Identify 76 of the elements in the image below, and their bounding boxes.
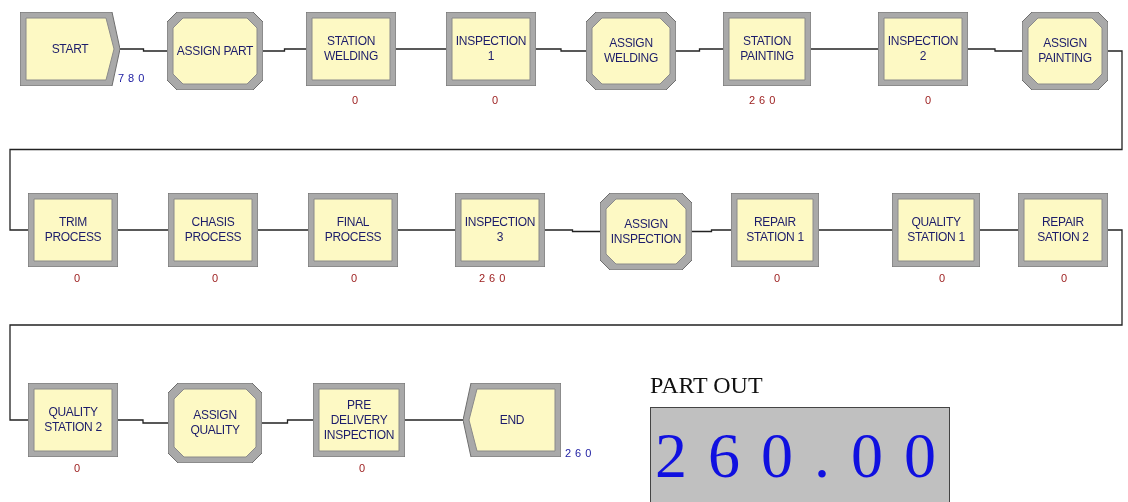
counter-value: 0 — [1061, 272, 1072, 284]
connector-line — [397, 229, 456, 231]
connector-line — [535, 48, 587, 52]
end-module — [463, 383, 561, 457]
module-label: ASSIGN WELDING — [603, 36, 659, 66]
module-label: INSPECTION 3 — [463, 215, 537, 245]
counter-value: 0 — [74, 462, 85, 474]
connector-line — [810, 48, 879, 50]
counter-display: 260.00 — [650, 407, 950, 502]
module-label: ASSIGN INSPECTION — [609, 216, 683, 247]
module-label: REPAIR SATION 2 — [1036, 215, 1090, 245]
counter-value: 0 — [212, 272, 223, 284]
process-box — [446, 12, 536, 86]
process-box — [723, 12, 811, 86]
module-label: ASSIGN QUALITY — [189, 408, 241, 438]
connector-line — [117, 229, 169, 231]
counter-value: 0 — [74, 272, 85, 284]
connector-line — [261, 419, 314, 424]
connector-line — [117, 419, 169, 424]
assign-module — [600, 193, 692, 270]
connector-line — [119, 48, 168, 52]
module-label: INSPECTION 1 — [454, 34, 528, 64]
connector-line — [404, 419, 464, 421]
connector-line — [818, 229, 893, 231]
process-box — [1018, 193, 1108, 267]
counter-value: 780 — [118, 72, 149, 84]
process-box — [892, 193, 980, 267]
connector-line — [257, 229, 309, 231]
module-label: FINAL PROCESS — [323, 215, 383, 245]
connector-line — [544, 229, 601, 233]
module-label: CHASIS PROCESS — [183, 215, 243, 245]
process-box — [878, 12, 968, 86]
module-label: ASSIGN PAINTING — [1037, 36, 1093, 66]
counter-value: 0 — [774, 272, 785, 284]
display-title: PART OUT — [650, 372, 763, 399]
process-box — [313, 383, 405, 457]
process-box — [306, 12, 396, 86]
assign-module — [586, 12, 676, 90]
counter-value: 0 — [492, 94, 503, 106]
module-label: START — [50, 41, 90, 57]
process-box — [731, 193, 819, 267]
connector-line — [675, 48, 724, 52]
counter-value: 0 — [939, 272, 950, 284]
counter-value: 0 — [359, 462, 370, 474]
process-box — [455, 193, 545, 267]
connector-line — [262, 48, 307, 52]
module-label: STATION PAINTING — [739, 34, 795, 64]
module-label: INSPECTION 2 — [886, 34, 960, 64]
module-label: QUALITY STATION 1 — [906, 215, 966, 245]
counter-value: 260 — [565, 447, 596, 459]
counter-value: 0 — [925, 94, 936, 106]
counter-value: 0 — [351, 272, 362, 284]
process-box — [168, 193, 258, 267]
module-label: TRIM PROCESS — [43, 215, 103, 245]
module-label: PRE DELIVERY INSPECTION — [322, 397, 396, 443]
assign-module — [168, 383, 262, 463]
counter-value: 260 — [479, 272, 510, 284]
connector-line — [979, 229, 1019, 231]
module-label: QUALITY STATION 2 — [43, 405, 103, 435]
module-label: ASSIGN PART — [175, 43, 255, 59]
counter-value: 0 — [352, 94, 363, 106]
connector-line — [395, 48, 447, 50]
connector-line — [9, 229, 1123, 421]
start-module — [20, 12, 120, 86]
assign-module — [1022, 12, 1108, 90]
process-box — [308, 193, 398, 267]
process-box — [28, 383, 118, 457]
connector-line — [691, 229, 732, 233]
assign-module — [167, 12, 263, 90]
connector-line — [967, 48, 1023, 52]
module-label: REPAIR STATION 1 — [745, 215, 805, 245]
connector-line — [9, 50, 1123, 231]
module-label: STATION WELDING — [323, 34, 379, 64]
module-label: END — [498, 412, 526, 428]
counter-value: 260 — [749, 94, 780, 106]
process-box — [28, 193, 118, 267]
